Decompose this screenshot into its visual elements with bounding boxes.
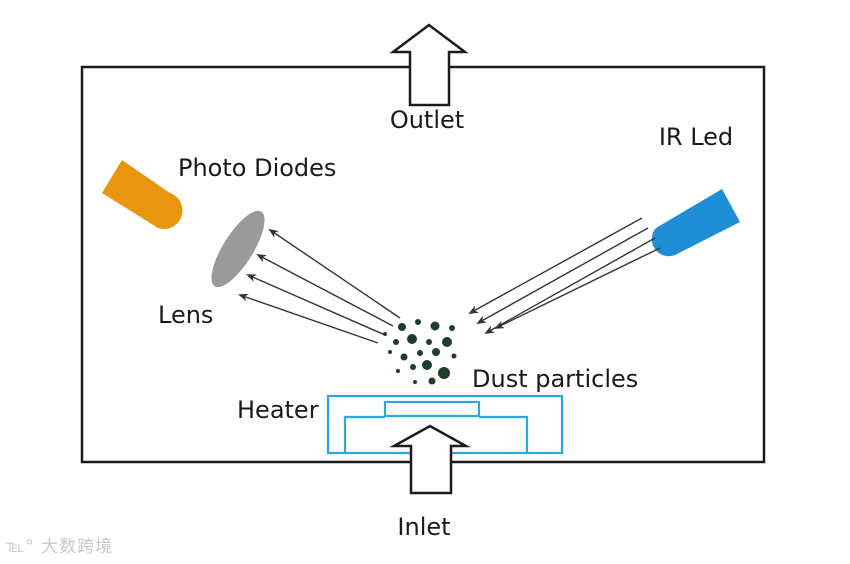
watermark: ℡° 大数跨境 <box>6 532 113 557</box>
outlet-arrow <box>389 23 469 107</box>
watermark-text: 大数跨境 <box>41 537 114 557</box>
watermark-logo-icon: ℡° <box>6 537 35 557</box>
photo-diodes-label: Photo Diodes <box>178 154 336 182</box>
dust-particles <box>383 319 457 385</box>
outlet-label: Outlet <box>390 106 464 134</box>
lens-shape <box>211 210 265 288</box>
ir-led-label: IR Led <box>659 123 733 151</box>
photo-diode <box>102 160 183 229</box>
inlet-arrow <box>389 424 471 495</box>
inlet-label: Inlet <box>397 513 450 541</box>
dust-particles-label: Dust particles <box>472 365 638 393</box>
heater-label: Heater <box>237 396 319 424</box>
scattered-rays <box>238 228 401 344</box>
lens-label: Lens <box>158 301 213 329</box>
incident-rays <box>468 217 661 334</box>
ir-led <box>651 189 740 257</box>
